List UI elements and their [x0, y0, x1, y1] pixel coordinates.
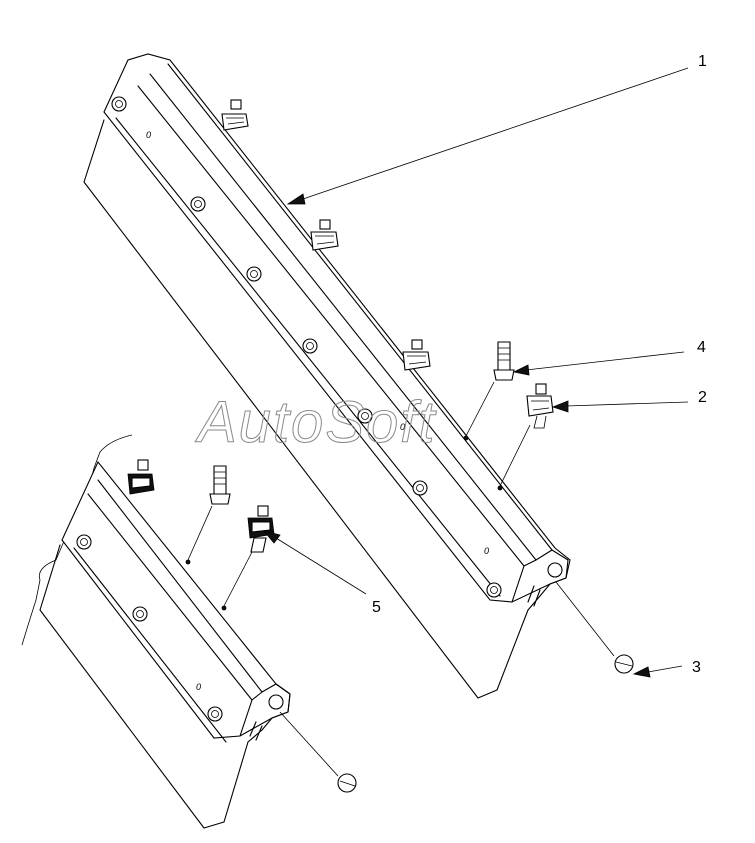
main-rail-edge-3	[149, 73, 537, 561]
bolt-head	[132, 606, 148, 622]
leader-line-1	[299, 67, 689, 201]
bolt-head	[207, 706, 223, 722]
arrowhead-1	[286, 193, 306, 205]
main-rail-edge-4	[167, 63, 553, 551]
main-rail-end-profile	[511, 549, 569, 611]
secondary-rail-assembly	[21, 434, 291, 829]
secondary-rail-edge-3	[97, 479, 263, 693]
secondary-rail-edge-2	[87, 493, 253, 701]
secondary-blade-plate	[39, 544, 249, 829]
secondary-rail-end-hole	[268, 694, 284, 710]
arrowhead-3	[632, 666, 651, 678]
exploded-nozzle-2	[497, 383, 554, 491]
main-rail-bolts	[111, 96, 502, 598]
marking-text: 0	[400, 422, 405, 432]
bolt-head	[190, 196, 206, 212]
secondary-rail-end-slot	[249, 721, 263, 741]
leader-line-3	[647, 665, 683, 673]
callout-3: 3	[692, 659, 701, 676]
bolt-head	[486, 582, 502, 598]
secondary-rail-bolts	[76, 534, 223, 722]
main-rail-body	[103, 53, 571, 603]
main-rail-assembly	[83, 53, 571, 699]
exploded-barb-fitting-4	[463, 341, 515, 441]
arrowhead-2	[551, 400, 569, 413]
watermark-text: AutoSoft	[195, 390, 437, 455]
callout-labels: 1 2 3 4 5	[372, 53, 707, 676]
callout-1: 1	[698, 53, 707, 70]
main-rail-end-hole	[547, 562, 563, 578]
main-rail-end-slot	[527, 585, 541, 607]
marking-text: 0	[484, 546, 489, 556]
exploded-plug-3	[555, 581, 634, 674]
secondary-rail-edge-1	[73, 547, 227, 743]
callout-2: 2	[698, 389, 707, 406]
secondary-rail-nozzle	[127, 459, 155, 495]
callout-5: 5	[372, 599, 381, 616]
leader-line-4	[525, 351, 685, 371]
main-rail-nozzles	[221, 99, 431, 371]
nozzle	[402, 339, 431, 371]
leader-line-5	[275, 537, 367, 595]
bolt-head	[412, 480, 428, 496]
leader-line-2	[565, 401, 689, 407]
nozzle	[310, 219, 339, 251]
secondary-exploded-nozzle-5	[221, 505, 275, 611]
main-blade-plate	[83, 119, 529, 699]
bolt-head	[302, 338, 318, 354]
leader-lines	[262, 67, 689, 678]
bolt-head	[246, 266, 262, 282]
break-line	[21, 434, 133, 646]
arrowhead-5	[262, 530, 281, 544]
secondary-rail-end-profile	[239, 683, 291, 743]
nozzle	[221, 99, 249, 131]
marking-text: 0	[196, 682, 201, 692]
main-rail-edge-2	[137, 85, 525, 567]
secondary-exploded-barb	[185, 465, 231, 565]
main-rail-edge-1	[115, 117, 501, 597]
callout-4: 4	[697, 339, 706, 356]
bolt-head	[357, 408, 373, 424]
part-markings: 0 0 0 0	[146, 130, 489, 692]
bolt-head	[111, 96, 127, 112]
bolt-head	[76, 534, 92, 550]
arrowhead-4	[512, 364, 530, 376]
marking-text: 0	[146, 130, 151, 140]
secondary-exploded-plug	[279, 711, 357, 793]
